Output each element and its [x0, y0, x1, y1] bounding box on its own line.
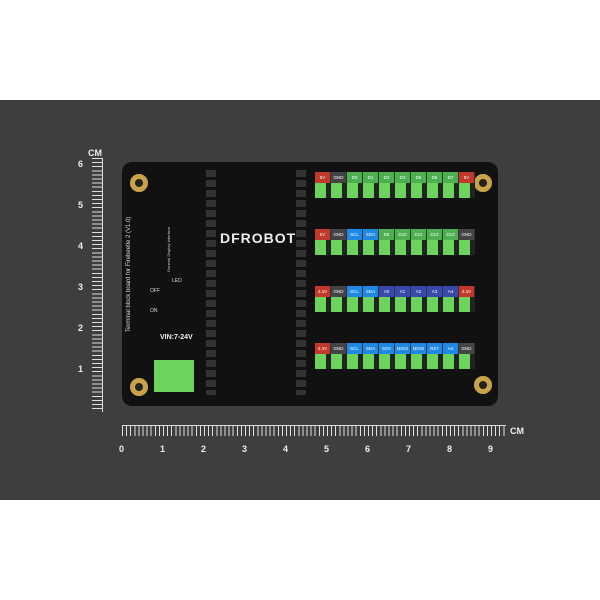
pin-label: GND: [331, 172, 347, 183]
pin-label: A4: [443, 343, 459, 354]
pin-label: 3.3V: [459, 286, 475, 297]
ruler-tick-label: 6: [78, 159, 84, 169]
pin-label: D5: [411, 172, 427, 183]
pin-label: A4: [443, 286, 459, 297]
ruler-unit-horizontal: CM: [510, 426, 524, 436]
pin-label: 5V: [315, 229, 331, 240]
vin-label: VIN:7-24V: [160, 334, 193, 341]
brand-logo: DFROBOT: [220, 230, 297, 246]
pin-label: RST: [427, 343, 443, 354]
mounting-hole: [130, 378, 148, 396]
ruler-tick-label: 7: [406, 444, 412, 454]
pin-label: D6: [427, 172, 443, 183]
pin-label: SCL: [347, 286, 363, 297]
mounting-hole: [130, 174, 148, 192]
pin-label: D2: [379, 172, 395, 183]
display-interface-label: General Display Interface: [166, 226, 171, 272]
pin-label: A0: [379, 286, 395, 297]
pin-label: 3.3V: [315, 343, 331, 354]
ruler-tick-label: 5: [324, 444, 330, 454]
pin-label: SCL: [347, 343, 363, 354]
pin-label: A2: [411, 286, 427, 297]
ruler-tick-label: 4: [283, 444, 289, 454]
pin-label: 5V: [315, 172, 331, 183]
led-label: LED: [172, 278, 182, 284]
pin-label: D13: [443, 229, 459, 240]
ruler-tick-label: 0: [119, 444, 125, 454]
pin-label: D10: [395, 229, 411, 240]
pin-label: D12: [427, 229, 443, 240]
pin-label: D1: [363, 172, 379, 183]
pin-label: SCL: [347, 229, 363, 240]
pin-label: A1: [395, 286, 411, 297]
pin-label: MISO: [395, 343, 411, 354]
ruler-tick-label: 1: [78, 364, 84, 374]
pin-label: GND: [459, 343, 475, 354]
on-label: ON: [150, 308, 158, 314]
pin-label: D11: [411, 229, 427, 240]
board-title: Terminal block board for Firebeetle 2 (V…: [126, 216, 132, 332]
pin-header: [296, 170, 306, 395]
pin-label: D9: [379, 229, 395, 240]
pin-label: GND: [459, 229, 475, 240]
pin-header: [206, 170, 216, 395]
mounting-hole: [474, 376, 492, 394]
ruler-tick-label: 2: [201, 444, 207, 454]
vertical-ruler: [92, 158, 103, 412]
pin-label: 3.3V: [315, 286, 331, 297]
pin-label: SDA: [363, 343, 379, 354]
screw-terminals: [315, 354, 475, 369]
ruler-tick-label: 3: [78, 282, 84, 292]
ruler-tick-label: 4: [78, 241, 84, 251]
pin-label: 5V: [459, 172, 475, 183]
ruler-unit-vertical: CM: [88, 148, 102, 158]
pin-label: D0: [347, 172, 363, 183]
ruler-tick-label: 2: [78, 323, 84, 333]
pin-label: SCK: [379, 343, 395, 354]
pin-label: GND: [331, 286, 347, 297]
mounting-hole: [474, 174, 492, 192]
ruler-tick-label: 6: [365, 444, 371, 454]
screw-terminals: [315, 183, 475, 198]
screw-terminals: [315, 240, 475, 255]
pin-label: GND: [331, 343, 347, 354]
pin-label: MOSI: [411, 343, 427, 354]
pin-label: SDA: [363, 229, 379, 240]
pin-label: A3: [427, 286, 443, 297]
ruler-tick-label: 5: [78, 200, 84, 210]
off-label: OFF: [150, 288, 160, 294]
power-terminal: [154, 360, 194, 392]
ruler-tick-label: 8: [447, 444, 453, 454]
pin-label: D7: [443, 172, 459, 183]
pin-label: SDA: [363, 286, 379, 297]
horizontal-ruler: [122, 425, 506, 436]
ruler-tick-label: 9: [488, 444, 494, 454]
ruler-tick-label: 3: [242, 444, 248, 454]
pin-label: D3: [395, 172, 411, 183]
screw-terminals: [315, 297, 475, 312]
pin-label: GND: [331, 229, 347, 240]
terminal-block-board: DFROBOT Terminal block board for Firebee…: [122, 162, 498, 406]
ruler-tick-label: 1: [160, 444, 166, 454]
